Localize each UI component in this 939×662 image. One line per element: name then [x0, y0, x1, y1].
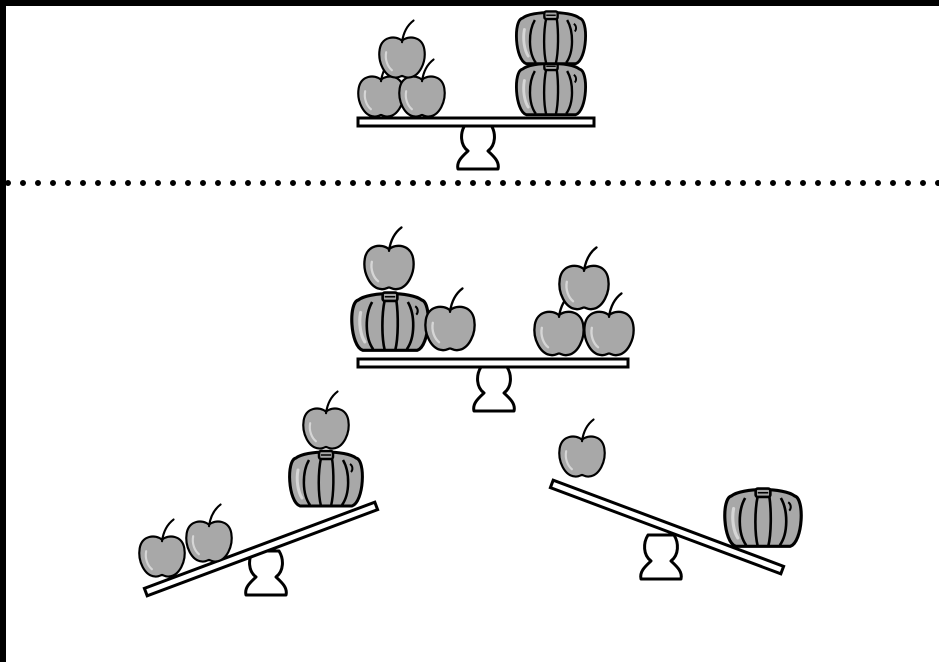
apple-icon: [363, 226, 415, 291]
right-balance-scale: [548, 418, 803, 581]
pumpkin-icon: [288, 449, 364, 508]
pumpkin-icon: [514, 61, 588, 117]
apple-icon: [424, 287, 476, 352]
apple-icon: [302, 390, 350, 450]
scale-beam: [356, 116, 596, 128]
left-pan-items: [350, 226, 476, 352]
right-pan-items: [723, 486, 803, 548]
top-balance-scale: [356, 10, 596, 171]
apple-icon: [138, 518, 186, 578]
left-pan-items: [357, 19, 446, 118]
pumpkin-icon: [723, 486, 803, 548]
center-balance-scale: [350, 226, 635, 413]
fulcrum-icon: [456, 123, 500, 171]
right-pan-items: [533, 246, 635, 357]
scale-beam: [356, 357, 630, 369]
right-pan-items: [288, 390, 364, 508]
pumpkin-icon: [514, 10, 588, 66]
apple-icon: [558, 418, 606, 478]
scale-beam: [548, 478, 786, 576]
apple-icon: [558, 246, 610, 311]
scale-beam: [142, 500, 380, 598]
pumpkin-icon: [350, 290, 430, 352]
apple-icon: [185, 503, 233, 563]
fulcrum-icon: [472, 365, 516, 413]
left-balance-scale: [138, 390, 380, 598]
right-pan-items: [514, 10, 588, 117]
fulcrum-icon: [639, 533, 683, 581]
left-pan-items: [558, 418, 606, 478]
apple-icon: [378, 19, 426, 79]
